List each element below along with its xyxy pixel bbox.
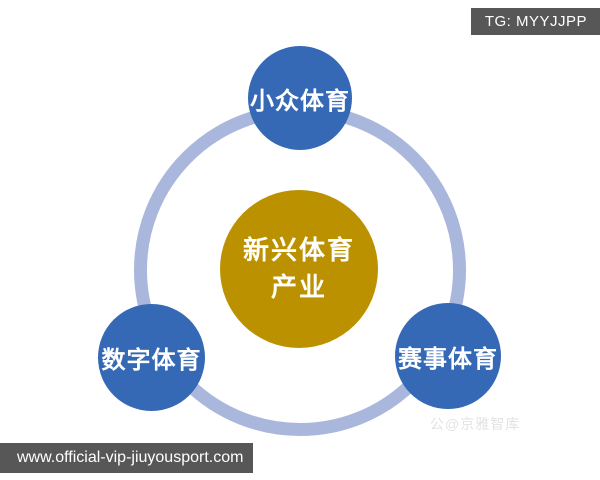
center-node-label-line2: 产业 [270,272,327,302]
footer-url-bar: www.official-vip-jiuyousport.com [0,443,253,473]
diagram-node-niche-sports: 小众体育 [248,46,352,150]
center-node-label-line1: 新兴体育 [242,235,355,265]
node-label: 小众体育 [250,87,350,115]
diagram-node-digital-sports: 数字体育 [98,304,205,411]
telegram-badge: TG: MYYJJPP [470,8,600,35]
node-label: 数字体育 [101,347,202,374]
diagram-node-event-sports: 赛事体育 [395,303,501,409]
diagram-node-center: 新兴体育 产业 [220,190,378,348]
watermark: 公@京雅智库 [430,416,521,432]
center-node-label: 新兴体育 产业 [243,232,355,306]
telegram-badge-text: TG: MYYJJPP [484,13,587,30]
node-label: 赛事体育 [398,345,498,373]
footer-url-text: www.official-vip-jiuyousport.com [17,449,244,466]
